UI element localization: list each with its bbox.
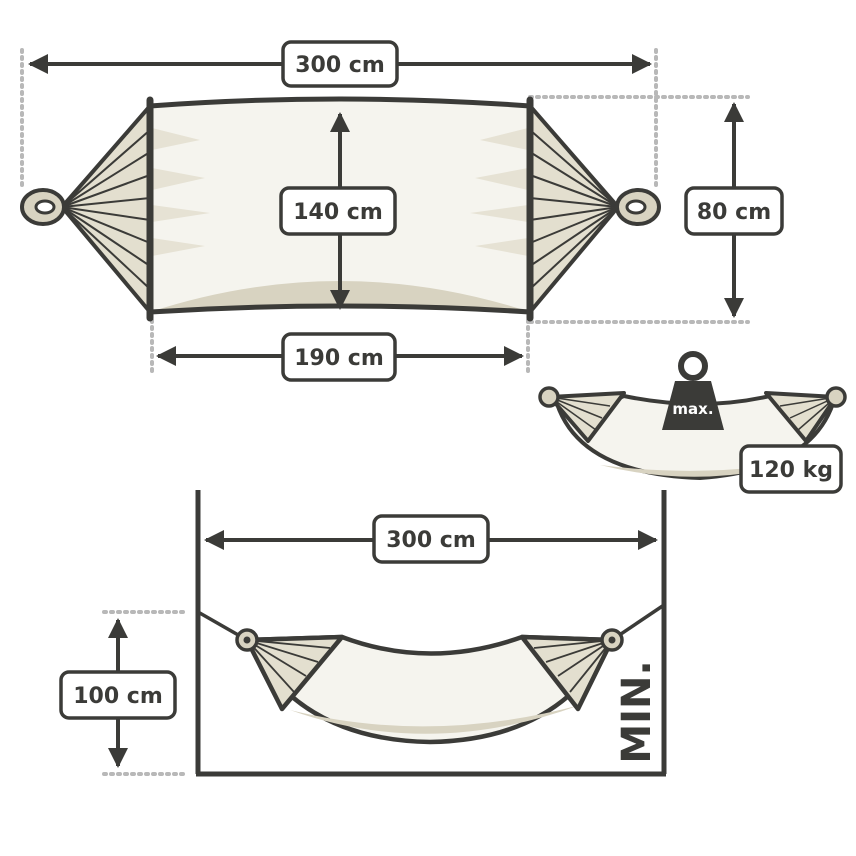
side-view-installation: MIN. [102,490,667,777]
label-min-distance: 300 cm [386,528,476,553]
loaded-left-ring [538,386,560,408]
label-max-load: 120 kg [749,458,833,483]
dimension-min-height: 100 cm [59,618,177,768]
label-box-bed-width [279,186,397,236]
label-hang-width: 80 cm [697,200,771,225]
label-min-height: 100 cm [73,684,163,709]
label-box-min-height [59,670,177,720]
label-box-bed-length [281,332,397,382]
label-box-hang-width [684,186,784,236]
weight-badge-label: max. [672,400,713,418]
weight-icon [662,381,724,430]
label-box-max-load [739,444,843,494]
label-total-length: 300 cm [295,53,385,78]
label-min: MIN. [614,660,660,763]
weight-handle-icon [678,351,708,381]
dimension-bed-length: 190 cm [156,332,524,382]
label-box-min-distance [372,514,490,564]
dimension-min-distance: 300 cm [204,514,658,564]
label-bed-length: 190 cm [294,346,384,371]
dimension-total-length: 300 cm [28,40,652,88]
loaded-right-ring [825,386,847,408]
dimension-bed-width: 140 cm [279,112,397,310]
label-bed-width: 140 cm [293,200,383,225]
dimension-hang-width: 80 cm [684,102,784,318]
label-box-total-length [281,40,399,88]
max-load-illustration: max. 120 kg [538,351,847,494]
